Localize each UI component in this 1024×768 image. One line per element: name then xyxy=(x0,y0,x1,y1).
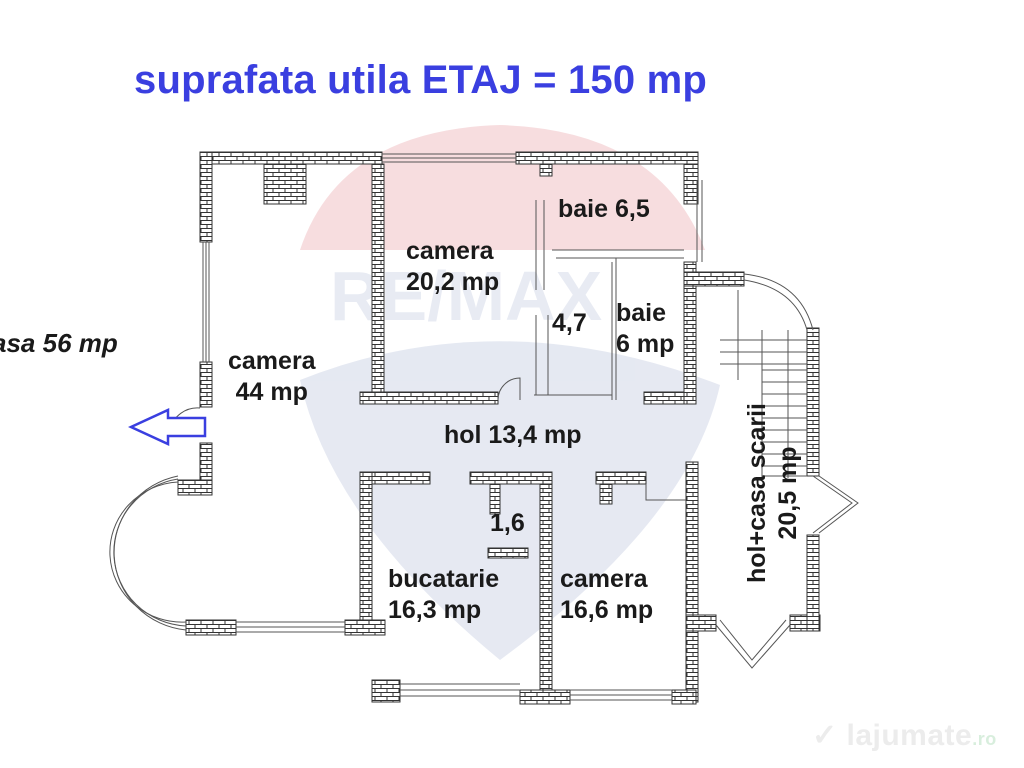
room-area: 20,5 mp xyxy=(774,446,802,540)
room-area: 44 mp xyxy=(235,378,308,406)
watermark-tld: .ro xyxy=(972,729,997,749)
room-name: camera xyxy=(560,565,648,593)
room-area: 6 mp xyxy=(616,330,675,358)
lajumate-logo-icon: ✓ xyxy=(812,719,838,752)
room-name: camera xyxy=(228,347,316,375)
exit-arrow-icon xyxy=(128,408,207,446)
room-label-camera-44: camera 44 mp xyxy=(228,346,316,408)
room-label-1-6: 1,6 xyxy=(490,509,525,537)
room-area: 16,6 mp xyxy=(560,596,654,624)
page-title: suprafata utila ETAJ = 150 mp xyxy=(134,58,708,102)
room-label-baie-6-5: baie 6,5 xyxy=(558,195,650,223)
room-name: camera xyxy=(406,237,494,265)
room-area: 20,2 mp xyxy=(406,268,500,296)
watermark-brand: lajumate xyxy=(846,719,973,752)
room-name: baie xyxy=(616,299,667,327)
room-label-camera-20: camera 20,2 mp xyxy=(406,236,499,298)
room-label-bucatarie: bucatarie 16,3 mp xyxy=(388,564,499,626)
room-area: 16,3 mp xyxy=(388,596,482,624)
room-name: hol+casa scarii xyxy=(743,403,771,583)
room-name: bucatarie xyxy=(388,565,500,593)
external-area-label: asa 56 mp xyxy=(0,328,118,358)
room-label-camera-16: camera 16,6 mp xyxy=(560,564,653,626)
room-label-baie-6: baie 6 mp xyxy=(616,298,674,360)
room-label-4-7: 4,7 xyxy=(552,309,587,337)
room-label-hol-casa-scarii: hol+casa scarii 20,5 mp xyxy=(742,398,804,588)
room-label-hol: hol 13,4 mp xyxy=(444,421,582,449)
lajumate-watermark: ✓ lajumate.ro xyxy=(812,718,997,753)
